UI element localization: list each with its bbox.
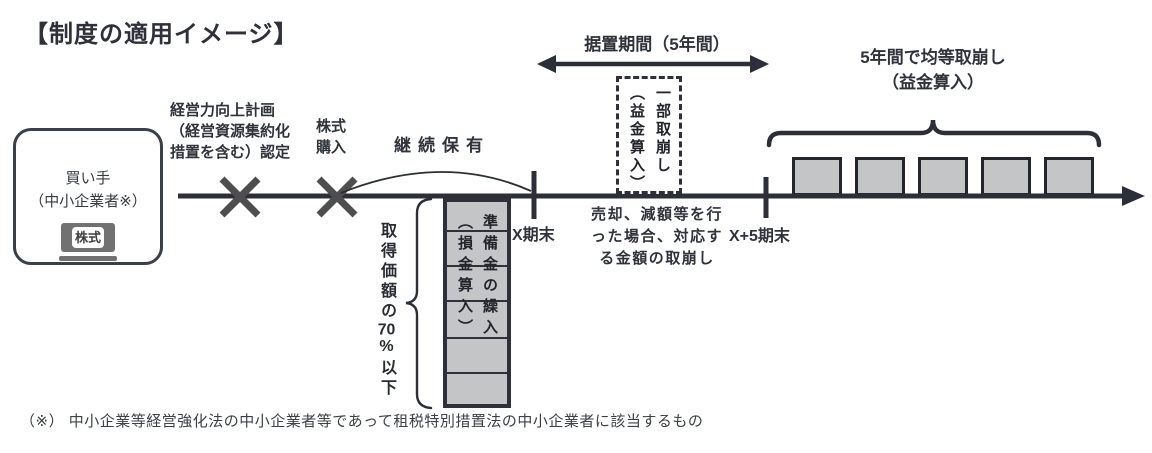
acquisition-part2: 70 bbox=[377, 322, 396, 338]
release-box bbox=[855, 157, 905, 196]
x-mark-icon bbox=[219, 176, 261, 218]
partial-release-label: 一部取崩し （益金算入） bbox=[628, 85, 671, 193]
plan-certification-label: 経営力向上計画 （経営資源集約化 措置を含む）認定 bbox=[170, 102, 291, 161]
partial-release-box: 一部取崩し （益金算入） bbox=[616, 76, 682, 194]
bar-divider bbox=[447, 372, 507, 374]
footnote: （※） 中小企業等経営強化法の中小企業者等であって租税特別措置法の中小企業者に該… bbox=[20, 413, 704, 430]
page-title: 【制度の適用イメージ】 bbox=[24, 21, 299, 48]
continuous-holding-label: 継続保有 bbox=[394, 136, 490, 155]
acquisition-part1: 取得価額の bbox=[378, 222, 395, 322]
acquisition-price-label: 取得価額の70%以下 bbox=[362, 222, 398, 407]
x-mark-icon bbox=[219, 176, 261, 218]
left-brace bbox=[405, 197, 433, 410]
release-box bbox=[981, 157, 1031, 196]
equal-release-label: 5年間で均等取崩し （益金算入） bbox=[860, 48, 1006, 92]
bar-divider bbox=[447, 230, 507, 232]
stock-certificate-icon: 株式 bbox=[61, 223, 115, 252]
buyer-box: 買い手 （中小企業者※） 株式 bbox=[13, 128, 163, 265]
bar-divider bbox=[447, 337, 507, 339]
arrow-right-icon bbox=[750, 55, 769, 73]
reserve-bar-label: 準備金の繰入 （損金算入） bbox=[456, 214, 498, 340]
stock-purchase-label: 株式 購入 bbox=[316, 118, 347, 156]
release-box-row bbox=[792, 157, 1094, 196]
x5-term-end-label: X+5期末 bbox=[729, 228, 790, 245]
timeline-arrowhead-icon bbox=[1122, 186, 1145, 206]
stock-badge-label: 株式 bbox=[71, 227, 104, 248]
reserve-bar: 準備金の繰入 （損金算入） bbox=[443, 198, 511, 408]
x-mark-icon bbox=[316, 176, 358, 218]
holding-arc bbox=[340, 171, 532, 194]
sale-release-note: 売却、減額等を行 った場合、対応す る金額の取崩し bbox=[590, 206, 723, 267]
release-box bbox=[792, 157, 842, 196]
release-box bbox=[918, 157, 968, 196]
top-brace bbox=[766, 119, 1102, 148]
arrow-left-icon bbox=[537, 55, 556, 73]
acquisition-part3: %以下 bbox=[378, 338, 395, 399]
stock-certificate-base bbox=[59, 256, 117, 261]
bar-divider bbox=[447, 300, 507, 302]
bar-divider bbox=[447, 265, 507, 267]
x-mark-icon bbox=[316, 176, 358, 218]
x-term-end-label: X期末 bbox=[512, 227, 555, 244]
grace-period-label: 据置期間（5年間） bbox=[584, 35, 730, 54]
release-box bbox=[1044, 157, 1094, 196]
buyer-label: 買い手 （中小企業者※） bbox=[29, 170, 147, 210]
